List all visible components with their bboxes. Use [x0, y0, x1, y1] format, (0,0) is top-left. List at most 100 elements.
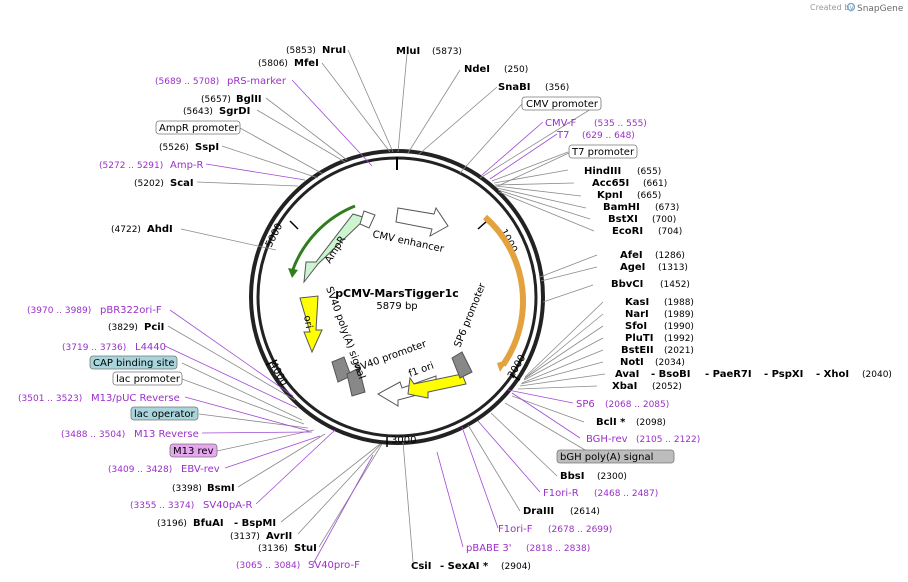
primer-bgh-rev[interactable]: BGH-rev(2105 .. 2122) [586, 434, 700, 445]
svg-text:(4722): (4722) [111, 225, 141, 235]
svg-text:- PspXI: - PspXI [764, 369, 803, 380]
primer-ebv-rev[interactable]: (3409 .. 3428)EBV-rev [108, 464, 220, 475]
primer-m13-reverse[interactable]: (3488 .. 3504)M13 Reverse [61, 429, 199, 440]
primer-pbr322ori-f[interactable]: (3970 .. 3989)pBR322ori-F [27, 305, 162, 316]
enzyme-bamhi[interactable]: BamHI(673) [603, 202, 679, 213]
svg-text:(661): (661) [643, 179, 667, 189]
enzyme-xbai[interactable]: XbaI(2052) [612, 381, 682, 392]
enzyme-bcli[interactable]: BclI *(2098) [596, 417, 666, 428]
svg-text:KasI: KasI [625, 297, 649, 308]
enzyme-nrui[interactable]: (5853)NruI [286, 45, 346, 56]
svg-text:(3065 .. 3084): (3065 .. 3084) [236, 561, 300, 571]
enzyme-draiii[interactable]: DraIII(2614) [523, 506, 600, 517]
snapgene-logo-icon [846, 2, 856, 12]
enzyme-mfei[interactable]: (5806)MfeI [258, 58, 319, 69]
svg-text:(2818 .. 2838): (2818 .. 2838) [526, 544, 590, 554]
svg-text:- XhoI: - XhoI [816, 369, 849, 380]
svg-text:(2300): (2300) [597, 472, 627, 482]
enzyme-afei[interactable]: AfeI(1286) [620, 250, 685, 261]
enzyme-bfuai[interactable]: (3196)BfuAI- BspMI [157, 518, 276, 529]
enzyme-scai[interactable]: (5202)ScaI [134, 178, 194, 189]
feature-bgh-polya-signal[interactable]: bGH poly(A) signal [556, 449, 675, 464]
primer-prs-marker[interactable]: (5689 .. 5708) pRS-marker [155, 76, 287, 87]
svg-text:F1ori-F: F1ori-F [498, 524, 533, 535]
primer-sp6[interactable]: SP6(2068 .. 2085) [576, 399, 669, 410]
svg-text:(5643): (5643) [183, 107, 213, 117]
svg-text:(704): (704) [658, 227, 682, 237]
svg-text:(2105 .. 2122): (2105 .. 2122) [636, 435, 700, 445]
enzyme-sgrdi[interactable]: (5643)SgrDI [183, 106, 250, 117]
enzyme-ecori[interactable]: EcoRI(704) [612, 226, 682, 237]
enzyme-snabi[interactable]: SnaBI(356) [498, 82, 569, 93]
svg-text:(2068 .. 2085): (2068 .. 2085) [605, 400, 669, 410]
primer-pbabe-3[interactable]: pBABE 3'(2818 .. 2838) [466, 543, 590, 554]
svg-text:(3409 .. 3428): (3409 .. 3428) [108, 465, 172, 475]
enzyme-acc65i[interactable]: Acc65I(661) [592, 178, 667, 189]
enzyme-group-avai-xhoi[interactable]: AvaI - BsoBI - PaeR7I - PspXI - XhoI (20… [615, 369, 892, 380]
enzyme-sspi[interactable]: (5526)SspI [159, 142, 219, 153]
enzyme-hindiii[interactable]: HindIII(655) [584, 166, 661, 177]
enzyme-mlui[interactable]: MluI(5873) [396, 46, 462, 57]
svg-text:(3970 .. 3989): (3970 .. 3989) [27, 306, 91, 316]
enzyme-bsteii[interactable]: BstEII(2021) [621, 345, 694, 356]
enzyme-bstxi[interactable]: BstXI(700) [608, 214, 676, 225]
feature-lac-operator[interactable]: lac operator [130, 406, 199, 421]
enzyme-sfoi[interactable]: SfoI(1990) [625, 321, 694, 332]
scale-tick-3000: 3000 [386, 435, 416, 447]
enzyme-ndei[interactable]: NdeI(250) [464, 64, 528, 75]
enzyme-nari[interactable]: NarI(1989) [625, 309, 694, 320]
enzyme-stui[interactable]: (3136)StuI [258, 543, 317, 554]
feature-ampr-promoter[interactable]: AmpR promoter [155, 120, 241, 135]
feature-m13-rev[interactable]: M13 rev [169, 443, 218, 458]
svg-text:BfuAI: BfuAI [193, 518, 224, 529]
primer-sv40pa-r[interactable]: (3355 .. 3374)SV40pA-R [130, 500, 252, 511]
svg-text:KpnI: KpnI [597, 190, 623, 201]
primer-amp-r[interactable]: (5272 .. 5291)Amp-R [99, 160, 204, 171]
svg-text:(2904): (2904) [501, 562, 531, 572]
svg-text:SV40pro-F: SV40pro-F [308, 560, 360, 571]
svg-text:4000: 4000 [267, 360, 289, 388]
enzyme-bbsi[interactable]: BbsI(2300) [560, 471, 627, 482]
svg-text:CAP binding site: CAP binding site [93, 358, 175, 369]
primer-f1ori-f[interactable]: F1ori-F(2678 .. 2699) [498, 524, 612, 535]
svg-text:BamHI: BamHI [603, 202, 640, 213]
primer-t7[interactable]: T7(629 .. 648) [556, 130, 635, 141]
enzyme-kpni[interactable]: KpnI(665) [597, 190, 661, 201]
svg-text:5000: 5000 [264, 222, 285, 250]
enzyme-noti[interactable]: NotI(2034) [620, 357, 685, 368]
enzyme-pcii[interactable]: (3829)PciI [108, 322, 164, 333]
svg-text:(2021): (2021) [664, 346, 694, 356]
leader-lines [167, 49, 606, 563]
svg-text:(5689 .. 5708): (5689 .. 5708) [155, 77, 219, 87]
svg-text:M13 rev: M13 rev [173, 446, 214, 457]
feature-cmv-promoter[interactable]: CMV promoter [521, 96, 602, 111]
feature-t7-promoter[interactable]: T7 promoter [568, 144, 638, 159]
svg-text:(356): (356) [545, 83, 569, 93]
enzyme-bsmi[interactable]: (3398)BsmI [172, 483, 235, 494]
primer-sv40pro-f[interactable]: (3065 .. 3084) SV40pro-F [236, 560, 360, 571]
svg-text:- PaeR7I: - PaeR7I [705, 369, 752, 380]
feature-lac-promoter[interactable]: lac promoter [112, 371, 183, 386]
enzyme-ahdi[interactable]: (4722)AhdI [111, 224, 173, 235]
svg-text:L4440: L4440 [135, 342, 166, 353]
enzyme-bglii[interactable]: (5657)BglII [201, 94, 262, 105]
svg-text:BsmI: BsmI [207, 483, 235, 494]
feature-cap-binding-site[interactable]: CAP binding site [89, 355, 178, 370]
enzyme-kasi[interactable]: KasI(1988) [625, 297, 694, 308]
primer-f1ori-r[interactable]: F1ori-R(2468 .. 2487) [543, 488, 658, 499]
svg-text:Amp-R: Amp-R [170, 160, 204, 171]
primer-m13-puc-reverse[interactable]: (3501 .. 3523)M13/pUC Reverse [18, 393, 180, 404]
primer-cmv-f[interactable]: CMV-F(535 .. 555) [545, 118, 647, 129]
enzyme-csii[interactable]: CsiI- SexAI *(2904) [411, 561, 531, 572]
primer-leader-lines [164, 79, 581, 565]
enzyme-avrii[interactable]: (3137)AvrII [230, 531, 292, 542]
enzyme-agei[interactable]: AgeI(1313) [620, 262, 688, 273]
enzyme-pluti[interactable]: PluTI(1992) [625, 333, 694, 344]
svg-text:PluTI: PluTI [625, 333, 653, 344]
svg-text:(3136): (3136) [258, 544, 288, 554]
enzyme-bbvci[interactable]: BbvCI(1452) [611, 279, 690, 290]
svg-text:BbvCI: BbvCI [611, 279, 643, 290]
primer-l4440[interactable]: (3719 .. 3736)L4440 [62, 342, 166, 353]
svg-text:pRS-marker: pRS-marker [227, 76, 287, 87]
